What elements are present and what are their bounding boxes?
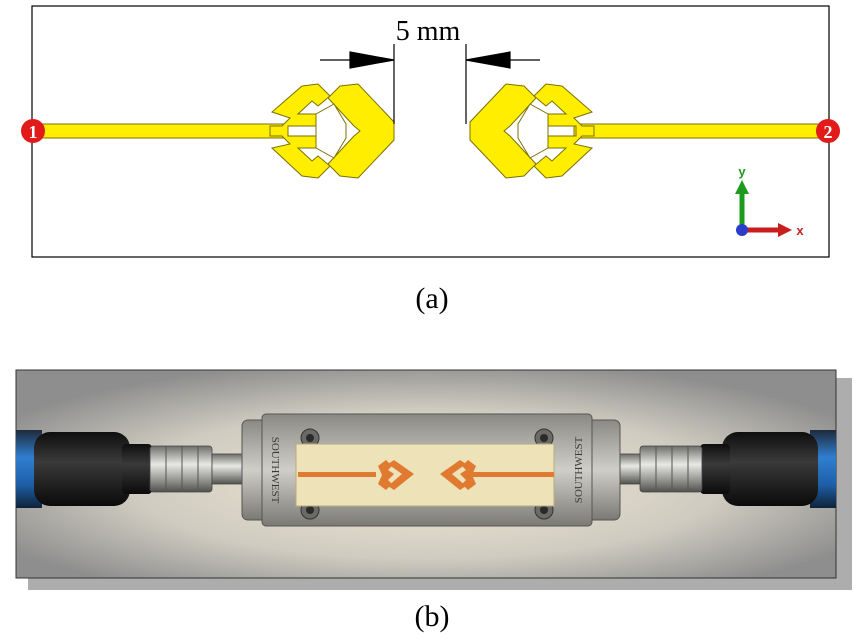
gap-dimension-label: 5 mm	[396, 16, 461, 47]
caption-b: (b)	[414, 600, 450, 633]
port-1-label: 1	[29, 122, 38, 142]
left-resonator	[269, 83, 395, 179]
axis-x-label: x	[796, 223, 804, 238]
left-feed-line	[32, 123, 289, 139]
right-resonator	[469, 83, 595, 179]
axis-y-label: y	[738, 164, 746, 179]
right-cable	[700, 430, 836, 508]
port-2-label: 2	[824, 122, 833, 142]
caption-a: (a)	[415, 282, 449, 315]
right-feed-line	[573, 123, 829, 139]
fabricated-prototype-photo: SOUTHWEST SOUTHWEST	[15, 369, 852, 590]
printed-filter-pattern	[298, 460, 554, 490]
left-sma-connector	[149, 445, 245, 493]
connector-text-right: SOUTHWEST	[573, 436, 585, 503]
port-2: 2	[816, 119, 840, 143]
gap-dimension	[320, 44, 540, 124]
axis-triad: y x	[735, 164, 804, 238]
left-cable	[16, 430, 152, 508]
port-1: 1	[21, 119, 45, 143]
layout-diagram-panel: 5 mm 1 2 y x	[21, 5, 840, 258]
connector-text-left: SOUTHWEST	[269, 437, 281, 504]
